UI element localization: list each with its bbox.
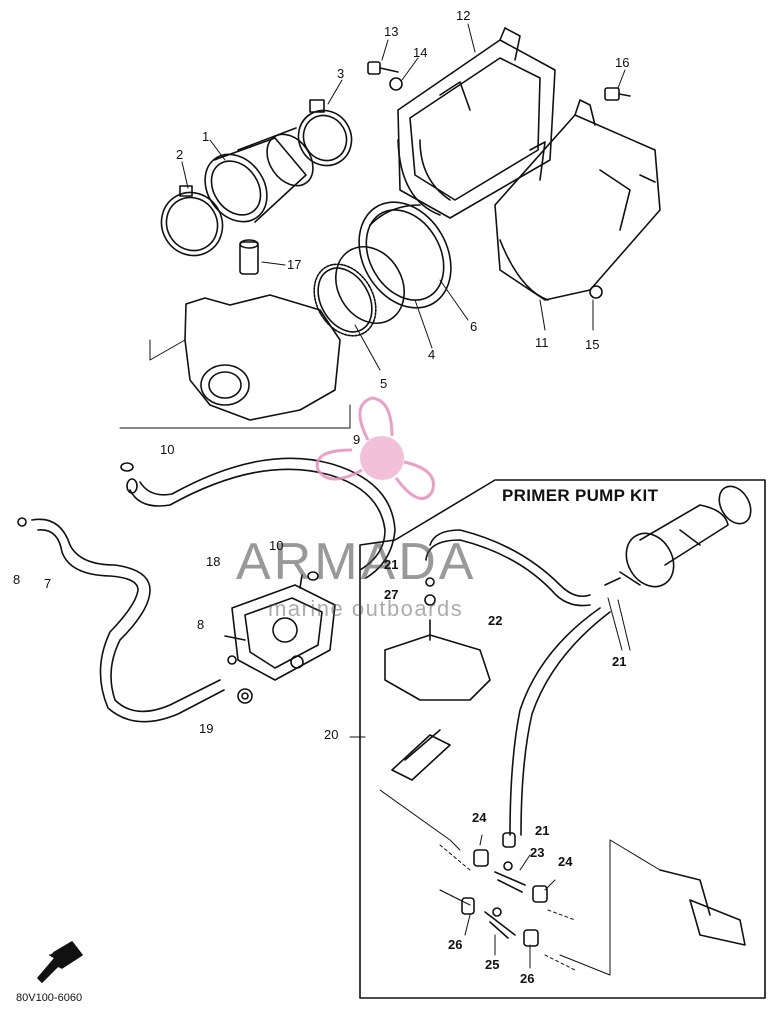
part-label-2: 2 [176, 147, 184, 162]
carb-small [384, 577, 491, 701]
nut-14 [389, 77, 403, 91]
part-label-10b: 10 [269, 538, 284, 553]
fitting-17 [239, 239, 259, 275]
part-label-4: 4 [428, 347, 436, 362]
part-label-13: 13 [384, 24, 399, 39]
propeller-logo-icon [315, 396, 435, 500]
part-label-18: 18 [206, 554, 221, 569]
kit-leader-lines [349, 597, 661, 976]
part-label-11: 11 [535, 335, 549, 350]
part-label-1: 1 [202, 129, 210, 144]
nut-15 [589, 285, 603, 299]
part-label-16: 16 [615, 55, 630, 70]
primer-pump [604, 485, 752, 588]
part-label-8a: 8 [13, 572, 21, 587]
air-box-12 [397, 27, 556, 219]
watermark-tagline: marine outboards [268, 596, 464, 621]
primer-kit-frame [359, 479, 766, 999]
part-label-6: 6 [470, 319, 478, 334]
fitting-23 [494, 861, 526, 893]
diagram-code: 80V100-6060 [16, 992, 83, 1004]
part-label-17: 17 [287, 257, 302, 272]
part-label-23: 23 [530, 845, 545, 860]
leader-lines-top [119, 23, 626, 429]
part-label-24a: 24 [472, 810, 487, 825]
clip-10a [120, 462, 134, 472]
primer-hose-long [509, 607, 611, 836]
clip-10b [307, 571, 319, 581]
part-label-10a: 10 [160, 442, 175, 457]
fitting-24b [532, 885, 548, 903]
bolt-13 [367, 61, 399, 75]
carburetor-outline [184, 294, 341, 421]
part-label-5: 5 [380, 376, 388, 391]
bolt-16 [604, 87, 631, 101]
fuel-pump-18 [224, 574, 336, 681]
intake-hose-1 [204, 127, 314, 223]
part-label-3: 3 [337, 66, 345, 81]
fitting-21 [502, 832, 516, 848]
part-label-7: 7 [44, 576, 52, 591]
primer-hose-22 [425, 529, 591, 607]
part-label-14: 14 [413, 45, 428, 60]
part-label-15: 15 [585, 337, 600, 352]
primer-base [659, 869, 746, 946]
part-label-26a: 26 [448, 937, 463, 952]
o-ring-5 [313, 263, 377, 337]
part-label-20: 20 [324, 727, 339, 742]
part-label-25: 25 [485, 957, 500, 972]
fitting-24a [473, 849, 489, 867]
part-label-8b: 8 [197, 617, 205, 632]
kit-dashed-lines [439, 844, 576, 971]
part-label-12: 12 [456, 8, 471, 23]
primer-valve [391, 729, 451, 781]
part-label-21c: 21 [535, 823, 550, 838]
clip-8b [227, 655, 237, 665]
part-label-21b: 21 [612, 654, 627, 669]
part-label-26b: 26 [520, 971, 535, 986]
part-label-24b: 24 [558, 854, 573, 869]
fitting-26b [523, 929, 539, 947]
silencer-6 [335, 201, 452, 324]
fwd-arrow-icon [37, 941, 83, 983]
nut-19 [237, 688, 253, 704]
part-label-21a: 21 [384, 557, 399, 572]
air-box-cover-11 [494, 99, 661, 301]
watermark-name: ARMADA [236, 533, 477, 591]
fuel-hose-7 [31, 518, 225, 723]
part-label-22: 22 [488, 613, 503, 628]
fitting-26a [461, 897, 475, 915]
clamp-2 [160, 185, 224, 257]
fitting-25 [484, 907, 516, 939]
part-label-9: 9 [353, 432, 361, 447]
part-label-27: 27 [384, 587, 399, 602]
primer-pump-kit-title: PRIMER PUMP KIT [502, 486, 659, 505]
clamp-3 [297, 99, 353, 167]
clip-8a [17, 517, 27, 527]
part-label-19: 19 [199, 721, 214, 736]
